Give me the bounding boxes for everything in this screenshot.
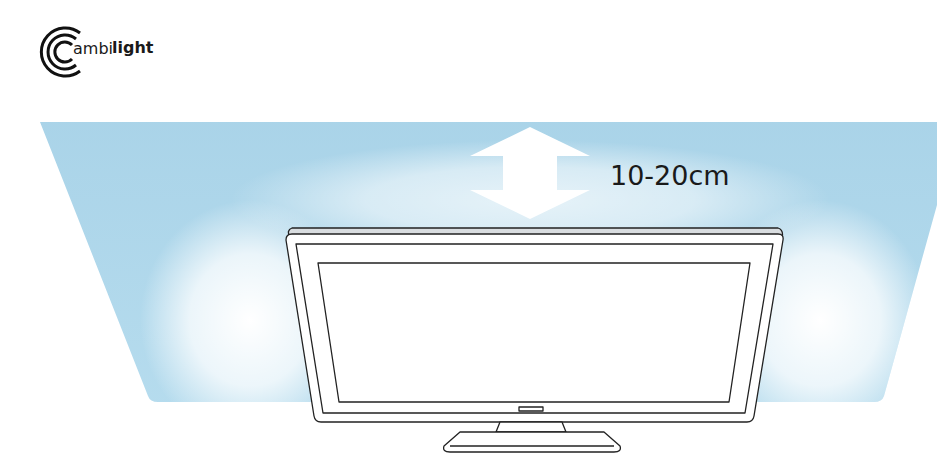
tv-illustration bbox=[286, 228, 783, 452]
logo-text: ambi bbox=[73, 39, 113, 58]
light-band bbox=[0, 100, 937, 440]
distance-arrow bbox=[470, 127, 590, 219]
dimension-label: 10-20cm bbox=[610, 160, 730, 191]
logo-text: light bbox=[112, 38, 153, 57]
